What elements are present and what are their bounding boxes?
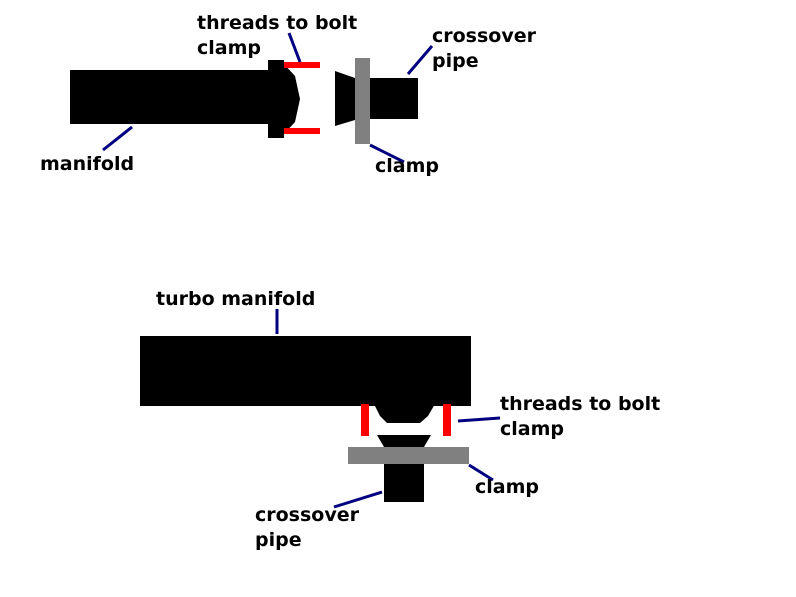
top-diagram bbox=[70, 32, 434, 164]
bottom-turbo-manifold-body bbox=[140, 336, 471, 406]
bottom-threads-label-line2: clamp bbox=[500, 418, 564, 440]
bottom-crossover-cone bbox=[377, 435, 431, 447]
bottom-thread-right bbox=[443, 404, 451, 436]
bottom-clamp bbox=[348, 447, 469, 464]
bottom-threads-label-line1: threads to bolt bbox=[500, 393, 661, 415]
bottom-crossover-label-line2: pipe bbox=[255, 529, 302, 551]
bottom-thread-left bbox=[361, 404, 369, 436]
top-clamp bbox=[355, 58, 370, 144]
top-manifold-label: manifold bbox=[40, 153, 135, 175]
bottom-clamp-leader bbox=[468, 463, 494, 482]
top-manifold-body bbox=[70, 70, 273, 124]
top-thread-upper bbox=[284, 62, 320, 68]
top-crossover-label-line1: crossover bbox=[432, 25, 536, 47]
top-manifold-leader bbox=[102, 125, 133, 152]
bottom-crossover-pipe bbox=[384, 464, 424, 502]
top-crossover-label-line2: pipe bbox=[432, 50, 479, 72]
top-manifold-flange bbox=[268, 60, 284, 138]
bottom-manifold-cone bbox=[374, 404, 435, 423]
bottom-crossover-leader bbox=[333, 490, 383, 509]
bottom-clamp-label: clamp bbox=[475, 476, 539, 498]
top-threads-leader bbox=[287, 32, 302, 63]
bottom-crossover-label-line1: crossover bbox=[255, 504, 359, 526]
top-thread-lower bbox=[284, 128, 320, 134]
bottom-threads-leader bbox=[457, 416, 501, 423]
bottom-diagram bbox=[140, 309, 501, 509]
top-clamp-leader bbox=[369, 143, 405, 164]
top-threads-label-line1: threads to bolt bbox=[197, 12, 358, 34]
bottom-turbo-manifold-label: turbo manifold bbox=[156, 288, 316, 310]
top-crossover-cone bbox=[335, 71, 355, 126]
top-threads-label-line2: clamp bbox=[197, 37, 261, 59]
top-crossover-pipe bbox=[370, 78, 418, 119]
top-manifold-cone bbox=[282, 62, 300, 136]
top-crossover-leader bbox=[406, 45, 434, 75]
top-clamp-label: clamp bbox=[375, 155, 439, 177]
